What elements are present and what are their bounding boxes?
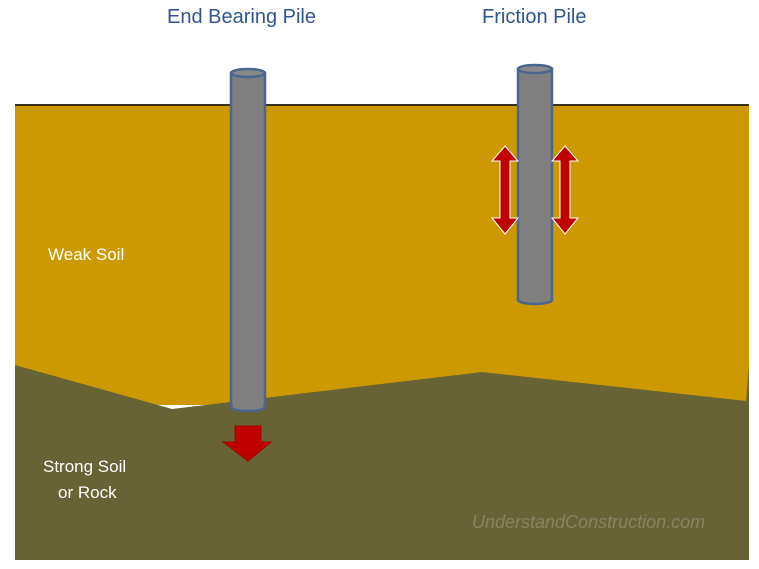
friction-arrow-left-icon <box>490 145 520 235</box>
strong-soil-layer <box>15 365 749 560</box>
weak-soil-layer <box>15 105 749 405</box>
end-bearing-pile <box>229 67 267 413</box>
end-bearing-pile-title: End Bearing Pile <box>167 6 316 28</box>
friction-pile-title: Friction Pile <box>482 6 587 28</box>
watermark-text: UnderstandConstruction.com <box>472 512 706 532</box>
friction-pile <box>516 63 554 306</box>
strong-soil-label-line1: Strong Soil <box>43 457 127 476</box>
weak-soil-label: Weak Soil <box>48 245 125 264</box>
strong-soil-label-line2: or Rock <box>58 483 117 502</box>
end-bearing-arrow-icon <box>221 425 273 462</box>
strong-soil-label: Strong Soil or Rock <box>43 454 126 506</box>
friction-arrow-right-icon <box>550 145 580 235</box>
